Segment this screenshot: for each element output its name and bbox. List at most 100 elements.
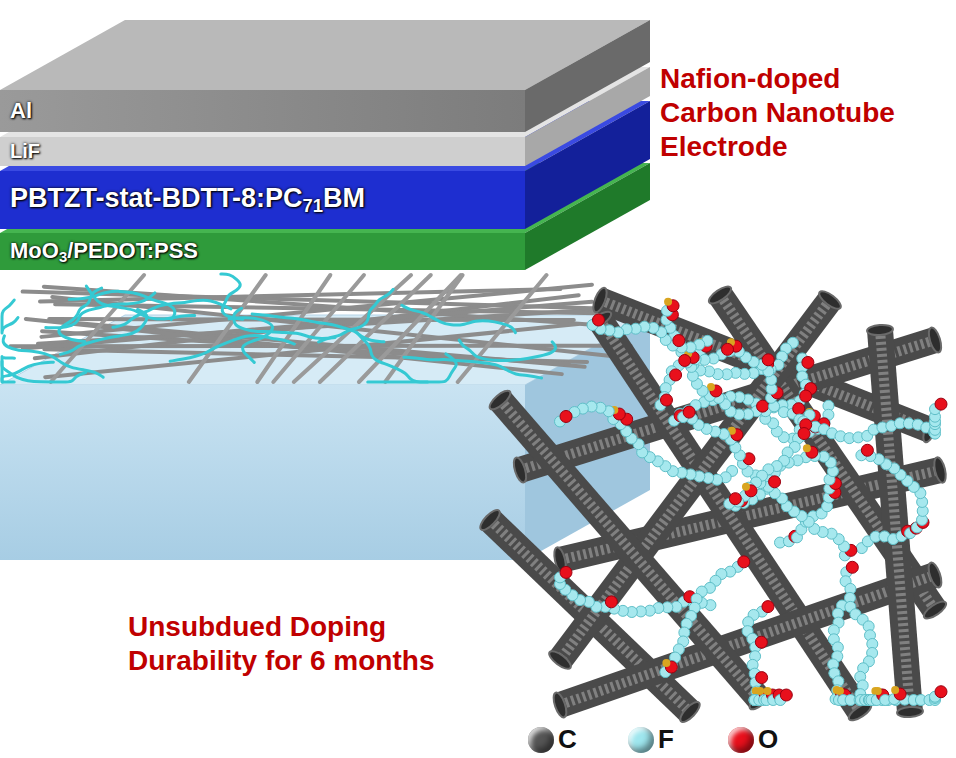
layer-side [525, 20, 650, 132]
tube-end [921, 599, 948, 622]
nanotube-zoom [477, 284, 948, 725]
nafion-strand [2, 300, 18, 333]
tube-end [551, 691, 569, 719]
nanotube-mesh [2, 274, 640, 382]
layer-name: Al [10, 98, 32, 124]
tube-end [706, 284, 733, 307]
layer-box: Al [0, 90, 525, 132]
tube-lattice [880, 330, 910, 712]
tube-end [511, 456, 528, 484]
layer-front [0, 137, 525, 166]
sulfur-bead [763, 687, 771, 695]
oxygen-bead [605, 596, 617, 608]
oxygen-bead [800, 390, 812, 402]
oxygen-bead [729, 493, 741, 505]
subscript: 3 [59, 248, 67, 265]
layer-name: LiF [10, 140, 40, 163]
legend-entry: C [528, 724, 577, 755]
oxygen-bead [846, 561, 858, 573]
oxygen-bead [593, 314, 605, 326]
nafion-strand [402, 305, 516, 332]
oxygen-bead [798, 428, 810, 440]
tube-lattice [500, 400, 760, 700]
tube-body [560, 300, 830, 660]
oxygen-bead [683, 406, 695, 418]
atom-swatch [728, 727, 754, 753]
atom-symbol: O [758, 724, 778, 755]
oxygen-bead [793, 403, 805, 415]
tube-lattice [560, 300, 830, 660]
tube-end [477, 507, 502, 533]
sulfur-bead [756, 687, 764, 695]
atom-swatch [528, 727, 554, 753]
text-run: PBTZT-stat-BDTT-8:PC [10, 183, 303, 213]
oxygen-bead [802, 356, 814, 368]
nafion-strand [234, 308, 335, 338]
layer-box: LiF [0, 137, 525, 166]
oxygen-bead [861, 444, 873, 456]
tube-end [677, 699, 702, 725]
nafion-strand [459, 340, 555, 360]
layer-front [0, 171, 525, 229]
nafion-strand [60, 309, 147, 354]
text-run: Al [10, 98, 32, 123]
nafion-strand [170, 335, 294, 361]
carbon-nanotube [547, 288, 844, 672]
nafion-strand [221, 274, 243, 319]
layer-box: MoO3/PEDOT:PSS [0, 233, 525, 270]
oxygen-bead [935, 398, 947, 410]
oxygen-bead [756, 672, 768, 684]
legend-entry: O [728, 724, 778, 755]
sulfur-bead [891, 686, 899, 694]
tube-end [487, 388, 513, 413]
oxygen-bead [935, 686, 947, 698]
sulfur-bead [803, 444, 811, 452]
tube-end [547, 648, 574, 672]
sulfur-bead [874, 687, 882, 695]
tube-end [926, 326, 943, 354]
text-run: LiF [10, 140, 40, 162]
tube-end [591, 286, 610, 314]
oxygen-bead [738, 556, 750, 568]
nafion-strand [2, 357, 14, 382]
layer-front [0, 90, 525, 132]
tube-end [897, 706, 924, 718]
tube-end [926, 561, 944, 589]
layer-name: MoO3/PEDOT:PSS [10, 238, 198, 265]
tube-body [880, 330, 910, 712]
legend-entry: F [628, 724, 674, 755]
tube-end [867, 324, 894, 336]
atom-symbol: F [658, 724, 674, 755]
oxygen-bead [660, 394, 672, 406]
oxygen-bead [755, 636, 767, 648]
callout-title: Unsubdued Doping Durability for 6 months [128, 610, 513, 678]
carbon-nanotube [867, 324, 924, 718]
sulfur-bead [742, 483, 750, 491]
nafion-strand [2, 361, 86, 382]
layer-name: PBTZT-stat-BDTT-8:PC71BM [10, 183, 365, 217]
sulfur-bead [664, 298, 672, 306]
layer-slabs [0, 20, 650, 270]
oxygen-bead [560, 410, 572, 422]
text-run: /PEDOT:PSS [67, 238, 198, 263]
callout-title: Nafion-doped Carbon Nanotube Electrode [660, 62, 945, 164]
atom-swatch [628, 727, 654, 753]
tube-body [500, 400, 760, 700]
subscript: 71 [303, 195, 323, 216]
oxygen-bead [780, 689, 792, 701]
nafion-strand [46, 293, 155, 328]
oxygen-bead [721, 343, 733, 355]
nanotube-rod [189, 275, 266, 382]
tube-end [932, 456, 948, 484]
oxygen-bead [769, 476, 781, 488]
sulfur-bead [662, 659, 670, 667]
nanotube-rod [359, 275, 461, 382]
oxygen-bead [762, 601, 774, 613]
layer-front [0, 233, 525, 270]
nanotube-rod [385, 275, 463, 382]
sulfur-bead [836, 687, 844, 695]
glass-front [0, 385, 525, 560]
oxygen-bead [679, 354, 691, 366]
text-run: MoO [10, 238, 59, 263]
